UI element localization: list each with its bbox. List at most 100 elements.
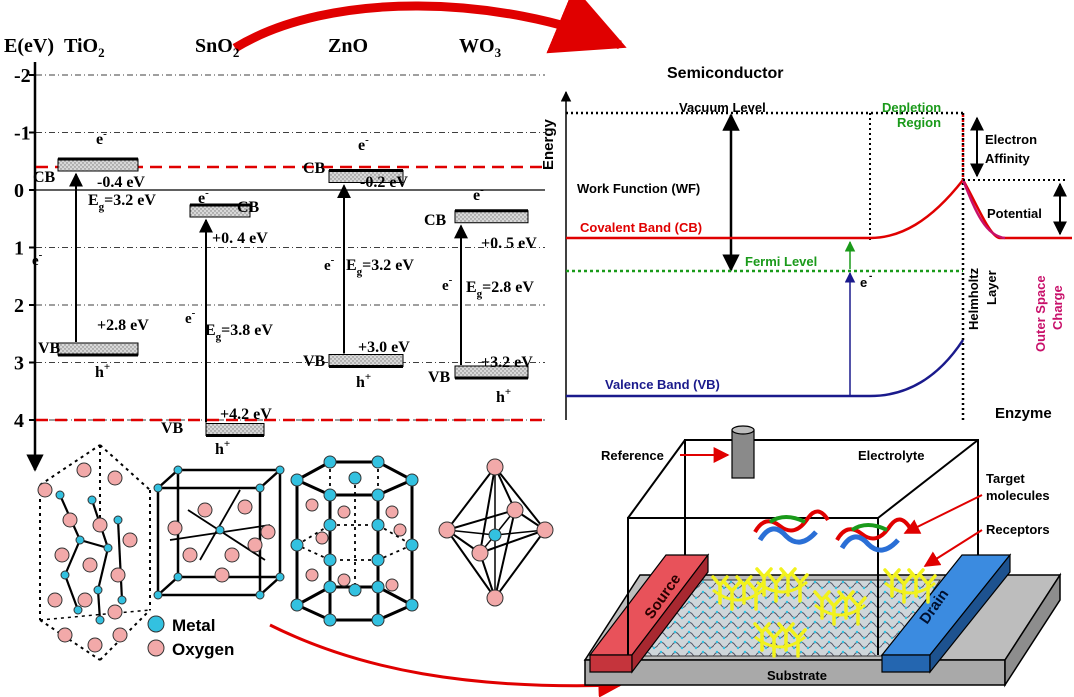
crystal-structures (37, 444, 554, 661)
crystal-bond (479, 466, 496, 554)
metal-atom (323, 455, 337, 469)
hole-label: h+ (356, 371, 371, 391)
oxygen-atom (54, 547, 70, 563)
oxygen-label: Oxygen (172, 640, 234, 659)
cb-band (57, 158, 139, 172)
oxygen-atom (337, 573, 351, 587)
metal-atom (55, 490, 65, 500)
crystal-bond (39, 444, 101, 486)
tick-label: 0 (14, 180, 24, 202)
oxygen-atom (167, 520, 183, 536)
oxygen-atom (122, 532, 138, 548)
target-molecule (839, 534, 900, 553)
vb-electron: e (860, 275, 867, 290)
excited-electron: e- (442, 274, 453, 294)
receptor (712, 588, 764, 602)
fermi-level-label: Fermi Level (745, 254, 817, 269)
depletion-label-1: Depletion (882, 100, 941, 115)
vb-label: VB (38, 340, 61, 357)
oxygen-atom (57, 627, 73, 643)
oxygen-atom (62, 512, 78, 528)
oxygen-atom (438, 521, 456, 539)
drain-front (881, 654, 931, 673)
metal-atom (371, 455, 385, 469)
cb-value: -0.2 eV (360, 174, 408, 191)
reference-electrode-top (731, 425, 755, 435)
vb-band (57, 342, 139, 356)
target-pointer (903, 494, 983, 534)
drain-side (929, 553, 1011, 674)
excited-electron: e- (324, 254, 335, 274)
oxygen-atom (77, 592, 93, 608)
outer-space-label-1: Outer Space (1033, 275, 1048, 352)
metal-atom (371, 488, 385, 502)
cb-value: +0. 5 eV (481, 235, 537, 252)
outer-space-label-2: Charge (1050, 285, 1065, 330)
vb-band (205, 423, 265, 436)
oxygen-atom (385, 578, 399, 592)
crystal-bond (446, 466, 496, 531)
receptor (756, 580, 808, 594)
metal-marker (147, 615, 165, 633)
metal-atom (371, 613, 385, 627)
metal-atom (73, 605, 83, 615)
oxygen-marker (147, 639, 165, 657)
metal-atom (60, 570, 70, 580)
vb-label: VB (303, 353, 326, 370)
vb-value: +4.2 eV (220, 406, 272, 423)
metal-atom (405, 538, 419, 552)
potential-label: Potential (987, 206, 1042, 221)
oxygen-atom (82, 557, 98, 573)
vacuum-level-label: Vacuum Level (679, 100, 766, 115)
crystal-bond (99, 444, 151, 491)
bandgap-label: Eg=3.8 eV (205, 322, 273, 343)
tick-label: -1 (14, 123, 31, 145)
metal-atom (323, 488, 337, 502)
transition-arrow-top (232, 0, 627, 54)
metal-label: Metal (172, 616, 215, 635)
enzyme-label: Enzyme (995, 405, 1052, 422)
cb-electron: e- (198, 187, 209, 207)
vb-label: VB (428, 369, 451, 386)
cb-label: CB (237, 199, 260, 216)
valence-band-line (566, 339, 965, 398)
material-name: TiO2 (64, 35, 105, 60)
oxygen-atom (47, 592, 63, 608)
energy-axis-label: E(eV) (4, 35, 54, 57)
metal-atom (488, 528, 502, 542)
oxygen-atom (471, 544, 489, 562)
vb-band (328, 354, 404, 367)
vb-electron-sign: - (869, 271, 872, 282)
metal-atom (117, 595, 127, 605)
bandgap-label: Eg=3.2 eV (88, 192, 156, 213)
cb-band (454, 210, 529, 224)
crystal-bond (199, 489, 241, 561)
crystal-legend: Metal Oxygen (147, 615, 234, 659)
depletion-label-2: Region (897, 115, 941, 130)
metal-atom (95, 615, 105, 625)
substrate-label: Substrate (767, 668, 827, 683)
oxygen-atom (110, 567, 126, 583)
cb-value: -0.4 eV (97, 174, 145, 191)
target-label-1: Target (986, 471, 1025, 486)
oxygen-atom (305, 498, 319, 512)
oxygen-atom (214, 567, 230, 583)
oxygen-atom (87, 637, 103, 653)
cb-electron: e- (473, 184, 484, 204)
reference-label: Reference (601, 448, 664, 463)
material-name: ZnO (328, 35, 368, 57)
metal-atom (103, 543, 113, 553)
crystal-bond (96, 547, 110, 591)
tick-label: 3 (14, 353, 24, 375)
metal-atom (255, 483, 265, 493)
box-edge-2 (877, 439, 979, 519)
metal-atom (371, 580, 385, 594)
semiconductor-title: Semiconductor (667, 65, 783, 82)
metal-atom (290, 598, 304, 612)
source-side (631, 553, 709, 674)
metal-atom (113, 515, 123, 525)
metal-atom (75, 535, 85, 545)
